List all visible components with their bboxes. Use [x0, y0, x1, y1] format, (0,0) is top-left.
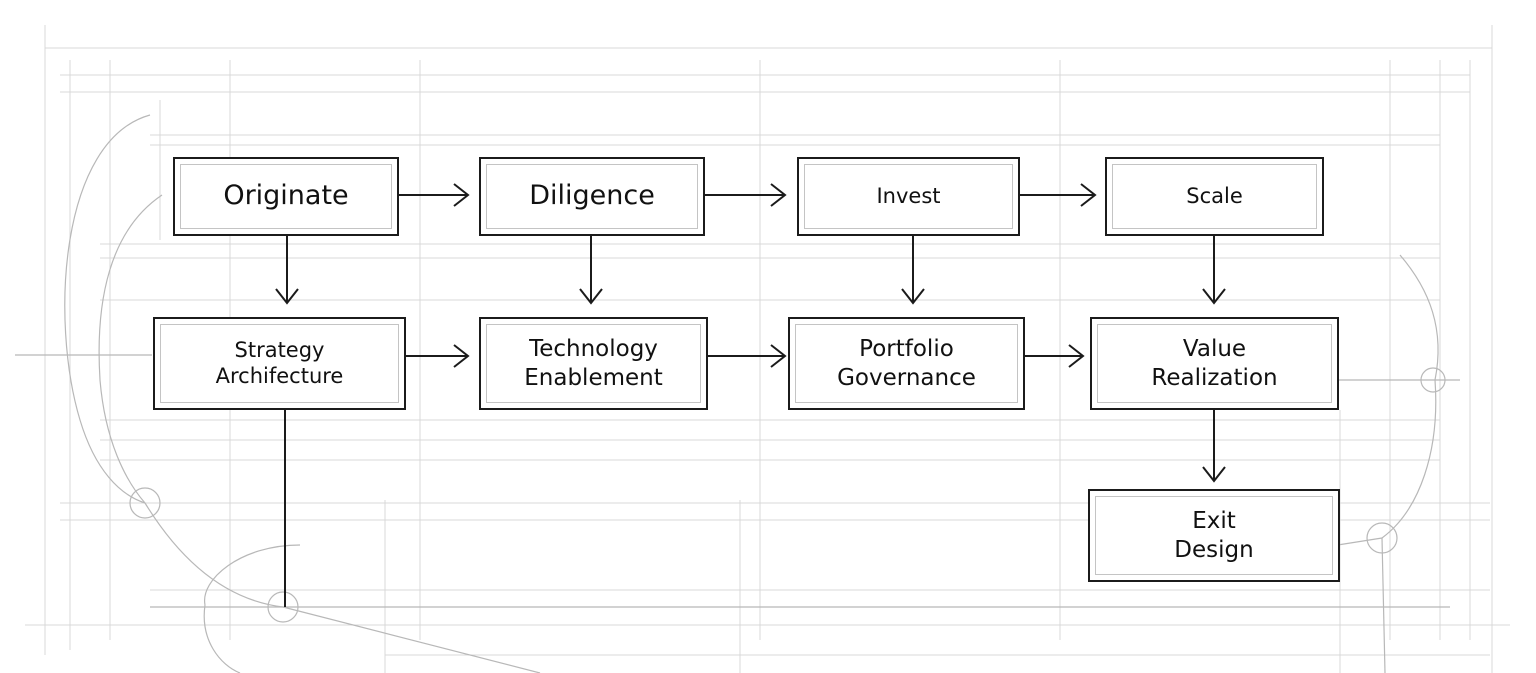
originate-label: Originate — [223, 180, 349, 212]
strategy-label: Strategy Archifecture — [216, 338, 344, 389]
value-line1: Value — [1182, 336, 1247, 363]
invest-node: Invest — [797, 157, 1020, 236]
technology-node: Technology Enablement — [479, 317, 708, 410]
originate-node: Originate — [173, 157, 399, 236]
arrow-originate-diligence — [387, 183, 470, 207]
arrow-originate-strategy — [275, 236, 299, 305]
portfolio-line1: Portfolio — [859, 336, 954, 363]
arrow-value-exit — [1202, 410, 1226, 483]
technology-label: Technology Enablement — [524, 335, 663, 391]
arrow-diligence-invest — [705, 183, 787, 207]
arrow-invest-scale — [1010, 183, 1097, 207]
strategy-line1: Strategy — [234, 337, 325, 362]
strategy-node: Strategy Archifecture — [153, 317, 406, 410]
technology-line1: Technology — [529, 336, 658, 363]
exit-node: Exit Design — [1088, 489, 1340, 582]
arrow-invest-portfolio — [901, 236, 925, 305]
technology-line2: Enablement — [524, 364, 663, 391]
arrow-portfolio-value — [1014, 344, 1085, 368]
construction-curves — [15, 114, 1460, 673]
scale-label: Scale — [1186, 183, 1243, 208]
value-line2: Realization — [1151, 364, 1278, 391]
value-label: Value Realization — [1151, 335, 1277, 391]
scale-node: Scale — [1105, 157, 1324, 236]
exit-line1: Exit — [1192, 508, 1236, 535]
arrow-diligence-technology — [579, 236, 603, 305]
diligence-node: Diligence — [479, 157, 705, 236]
strategy-line2: Archifecture — [215, 363, 344, 388]
arrow-scale-value — [1202, 236, 1226, 305]
exit-label: Exit Design — [1174, 507, 1253, 563]
portfolio-line2: Governance — [837, 364, 976, 391]
invest-label: Invest — [876, 183, 941, 208]
exit-line2: Design — [1174, 536, 1254, 563]
portfolio-node: Portfolio Governance — [788, 317, 1025, 410]
flow-connectors — [275, 183, 1226, 607]
value-node: Value Realization — [1090, 317, 1339, 410]
diligence-label: Diligence — [529, 180, 655, 212]
portfolio-label: Portfolio Governance — [837, 335, 976, 391]
arrow-technology-portfolio — [707, 344, 787, 368]
